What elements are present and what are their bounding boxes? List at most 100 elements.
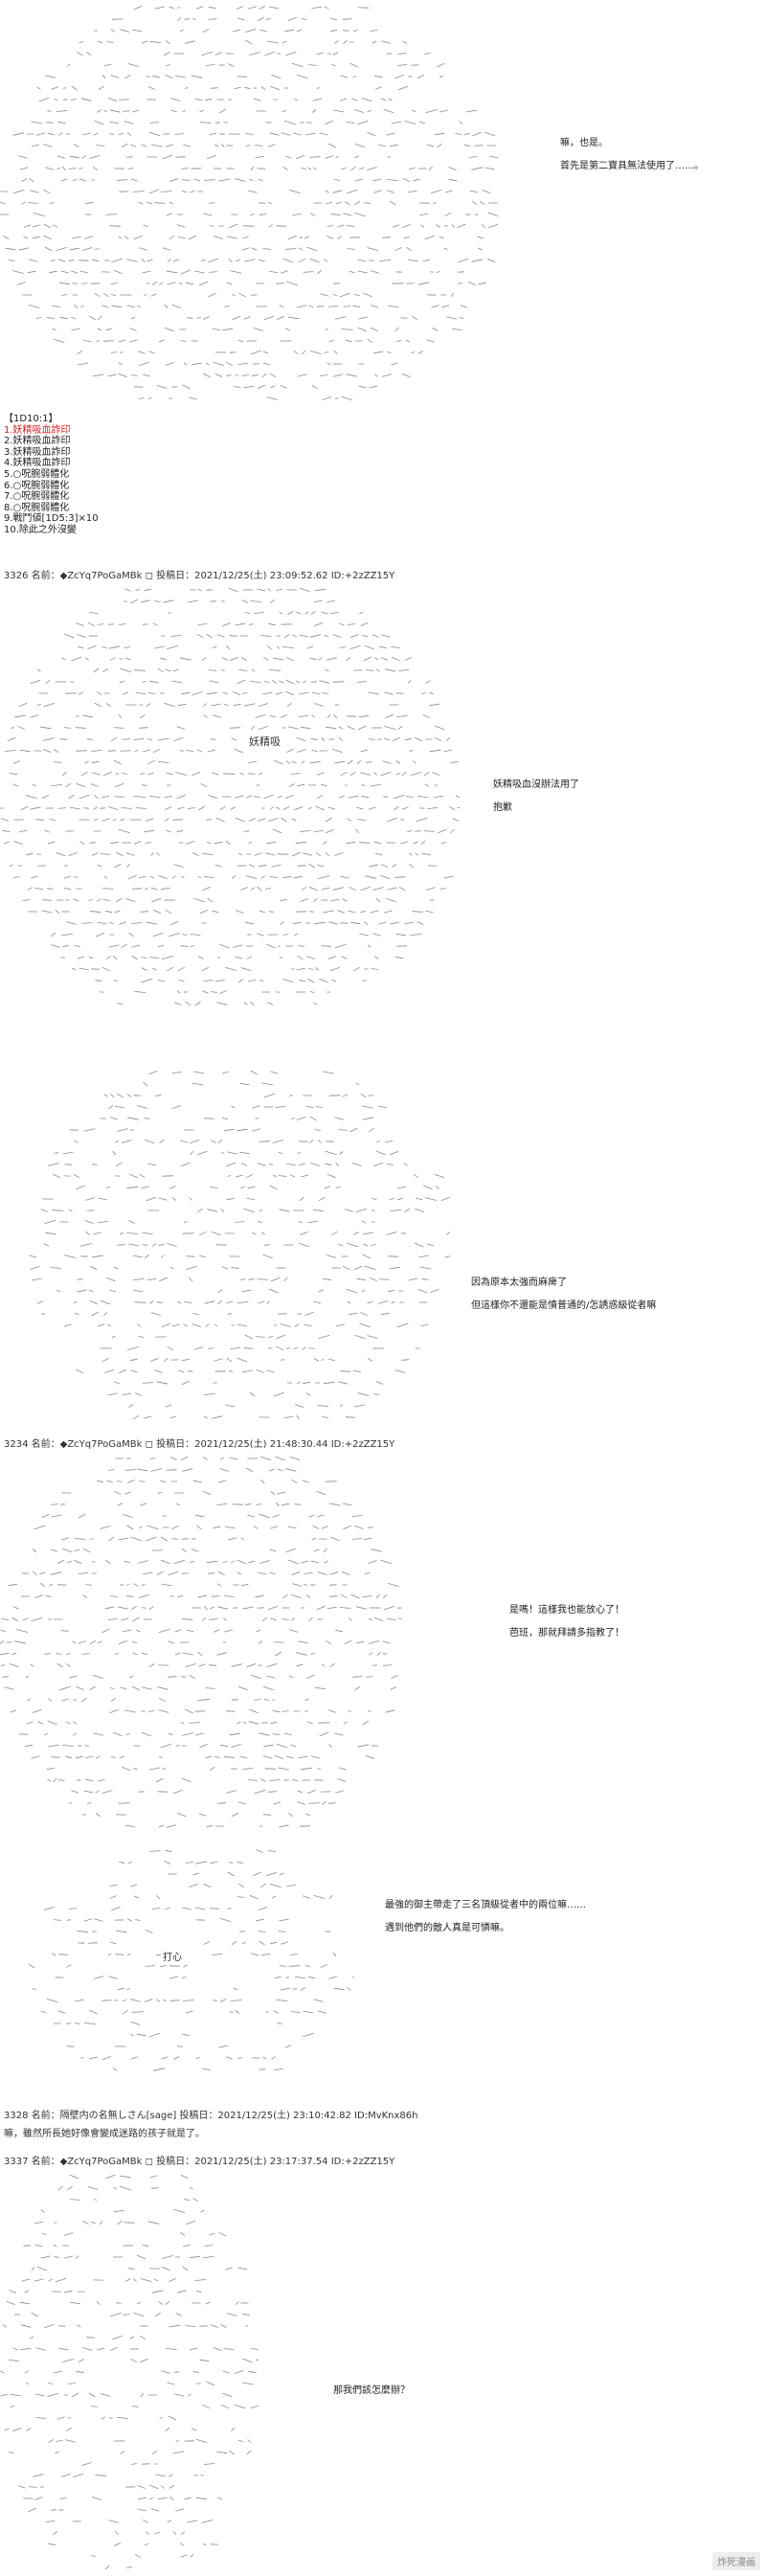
aa-stroke xyxy=(263,1744,274,1748)
aa-stroke xyxy=(217,1139,223,1144)
aa-stroke xyxy=(190,1150,194,1156)
aa-stroke xyxy=(391,656,400,662)
aa-stroke xyxy=(66,1964,72,1968)
aa-stroke xyxy=(407,680,412,684)
aa-stroke xyxy=(276,1345,284,1351)
aa-stroke xyxy=(279,1209,290,1212)
aa-stroke xyxy=(98,1778,105,1782)
aa-stroke xyxy=(133,841,142,845)
aa-stroke xyxy=(159,1964,167,1968)
aa-stroke xyxy=(169,1732,173,1736)
aa-stroke xyxy=(141,783,147,787)
aa-stroke xyxy=(290,1744,297,1748)
aa-stroke xyxy=(270,1277,281,1282)
aa-stroke xyxy=(10,2405,15,2408)
aa-stroke xyxy=(309,258,320,263)
aa-stroke xyxy=(209,202,215,204)
aa-stroke xyxy=(31,875,38,879)
aa-stroke xyxy=(145,818,154,822)
aa-stroke xyxy=(119,1861,125,1864)
aa-stroke xyxy=(185,841,195,845)
aa-stroke xyxy=(246,956,252,960)
aa-stroke xyxy=(198,281,209,286)
aa-stroke xyxy=(268,1468,276,1472)
aa-stroke xyxy=(35,819,45,821)
aa-stroke xyxy=(107,1324,112,1326)
aa-stroke xyxy=(266,1300,270,1304)
aa-stroke xyxy=(131,374,138,376)
aa-stroke xyxy=(221,1266,229,1270)
aa-stroke xyxy=(274,2068,283,2070)
aa-stroke xyxy=(158,2301,163,2305)
aa-stroke xyxy=(332,282,340,284)
aa-stroke xyxy=(181,1676,187,1678)
aa-stroke xyxy=(302,1895,311,1899)
aa-stroke xyxy=(303,1584,308,1586)
aa-stroke xyxy=(103,1094,108,1097)
aa-stroke xyxy=(229,351,237,353)
aa-stroke xyxy=(49,270,57,274)
aa-stroke xyxy=(132,1616,141,1622)
aa-stroke xyxy=(143,294,147,296)
aa-stroke xyxy=(209,271,217,273)
aa-stroke xyxy=(120,29,130,33)
aa-stroke xyxy=(259,1513,270,1519)
aa-stroke xyxy=(180,269,191,275)
aa-stroke xyxy=(270,385,276,389)
aa-stroke xyxy=(303,2010,314,2014)
ascii-art-illustration xyxy=(0,2174,259,2570)
aa-stroke xyxy=(323,1277,331,1281)
aa-stroke xyxy=(142,623,148,625)
aa-stroke xyxy=(296,154,305,160)
aa-stroke xyxy=(380,634,391,638)
aa-stroke xyxy=(294,1503,302,1505)
aa-stroke xyxy=(308,968,314,970)
aa-stroke xyxy=(282,166,288,171)
aa-stroke xyxy=(140,2392,145,2398)
aa-stroke xyxy=(12,132,25,136)
aa-stroke xyxy=(296,74,308,79)
aa-stroke xyxy=(119,362,123,366)
aa-stroke xyxy=(200,122,212,124)
aa-stroke xyxy=(387,1618,396,1620)
aa-stroke xyxy=(43,749,52,753)
aa-stroke xyxy=(124,1709,136,1713)
aa-stroke xyxy=(4,841,10,845)
aa-stroke xyxy=(231,1105,236,1109)
dialog-line: 首先是第二寶具無法使用了……。 xyxy=(560,161,704,171)
aa-stroke xyxy=(306,645,314,649)
aa-stroke xyxy=(26,852,34,856)
aa-stroke xyxy=(334,1117,344,1120)
aa-stroke xyxy=(125,898,136,902)
aa-stroke xyxy=(277,1491,285,1495)
aa-stroke xyxy=(197,623,208,625)
aa-stroke xyxy=(60,178,68,182)
aa-stroke xyxy=(257,886,262,892)
aa-stroke xyxy=(205,2301,211,2305)
aa-stroke xyxy=(233,691,240,695)
aa-stroke xyxy=(185,1862,193,1864)
aa-stroke xyxy=(255,714,266,718)
aa-stroke xyxy=(214,980,225,982)
aa-stroke xyxy=(243,1347,253,1349)
aa-stroke xyxy=(233,386,241,388)
aa-stroke xyxy=(147,692,156,694)
aa-stroke xyxy=(293,350,298,355)
aa-stroke xyxy=(116,1930,127,1933)
aa-stroke xyxy=(199,909,208,915)
aa-stroke xyxy=(321,737,326,741)
aa-stroke xyxy=(426,339,435,343)
aa-stroke xyxy=(383,108,394,114)
aa-stroke xyxy=(308,1616,313,1622)
aa-art-panel-5 xyxy=(29,1843,354,2083)
aa-stroke xyxy=(261,1616,268,1622)
aa-stroke xyxy=(101,1790,113,1794)
aa-stroke xyxy=(157,761,169,763)
aa-stroke xyxy=(368,1617,372,1621)
aa-stroke xyxy=(171,1538,178,1540)
aa-stroke xyxy=(262,362,271,366)
aa-stroke xyxy=(285,679,295,685)
aa-stroke xyxy=(92,373,104,377)
aa-stroke xyxy=(248,842,253,844)
aa-stroke xyxy=(53,1173,61,1179)
